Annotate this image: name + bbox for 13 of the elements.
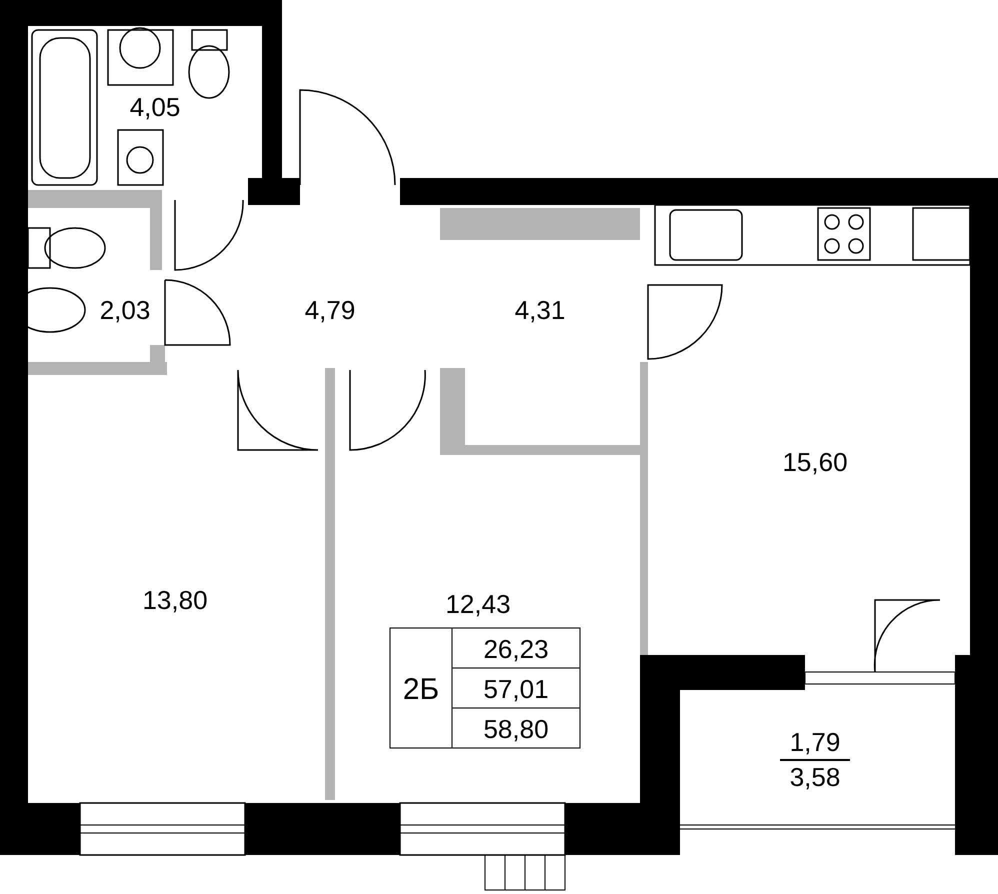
balcony-area-full: 3,58 <box>790 764 840 790</box>
room-area: 4,05 <box>130 94 180 120</box>
apartment-type: 2Б <box>402 675 440 705</box>
room-area: 2,03 <box>100 297 150 323</box>
living-area: 26,23 <box>483 636 549 662</box>
room-area: 4,79 <box>304 297 356 323</box>
balcony-area: 1,79 <box>790 729 840 755</box>
total-area: 57,01 <box>483 676 549 702</box>
room-area: 12,43 <box>445 591 511 617</box>
room-area: 15,60 <box>782 449 848 475</box>
room-area: 4,31 <box>514 297 566 323</box>
room-area: 13,80 <box>142 587 208 613</box>
total-area-with-balcony: 58,80 <box>483 716 549 742</box>
